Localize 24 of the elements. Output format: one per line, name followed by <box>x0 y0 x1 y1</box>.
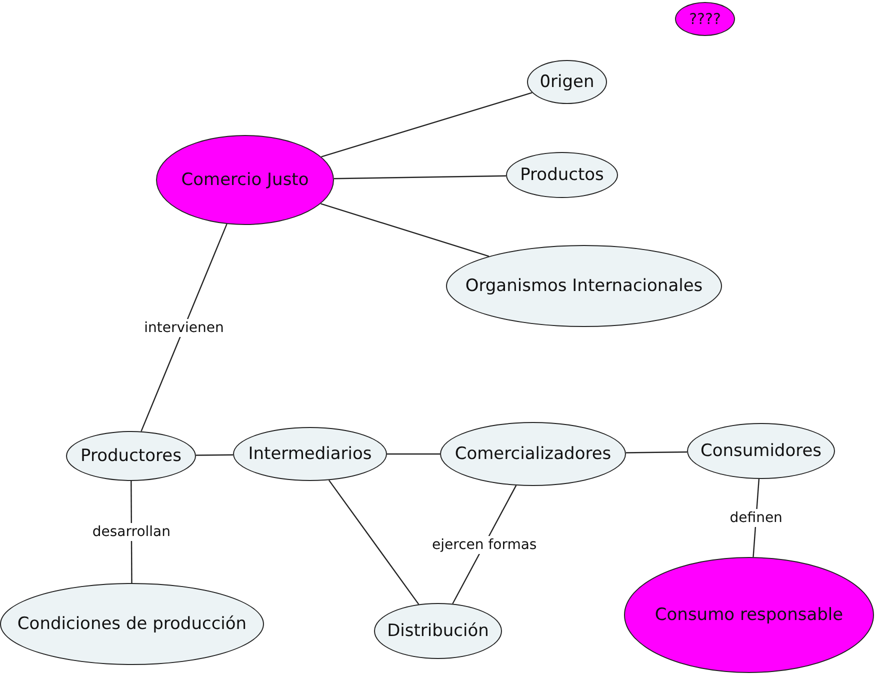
concept-label: ???? <box>689 10 721 28</box>
connector-line <box>328 480 420 605</box>
concept-label: Consumidores <box>700 441 822 461</box>
concept-label: Consumo responsable <box>654 605 844 625</box>
concept-label: Organismos Internacionales <box>465 276 703 296</box>
concept-label: Comercio Justo <box>181 170 309 190</box>
connector-line <box>140 224 228 432</box>
connector-line <box>321 92 532 158</box>
concept-label: Productores <box>80 446 182 466</box>
edge-label: definen <box>728 509 784 527</box>
concept-label: 0rigen <box>540 72 594 92</box>
concept-label: Intermediarios <box>248 444 372 464</box>
concept-label: Comercializadores <box>454 444 612 464</box>
connector-line <box>334 175 506 180</box>
connector-line <box>387 453 440 455</box>
concept-label: Distribución <box>387 621 489 641</box>
edge-label: intervienen <box>142 318 226 337</box>
concept-label: Condiciones de producción <box>17 614 247 634</box>
edge-label: ejercen formas <box>430 536 539 554</box>
connector-line <box>196 454 234 456</box>
concept-label: Productos <box>520 165 604 185</box>
edge-label: desarrollan <box>90 523 172 541</box>
connector-line <box>320 203 490 257</box>
connector-line <box>626 451 688 454</box>
